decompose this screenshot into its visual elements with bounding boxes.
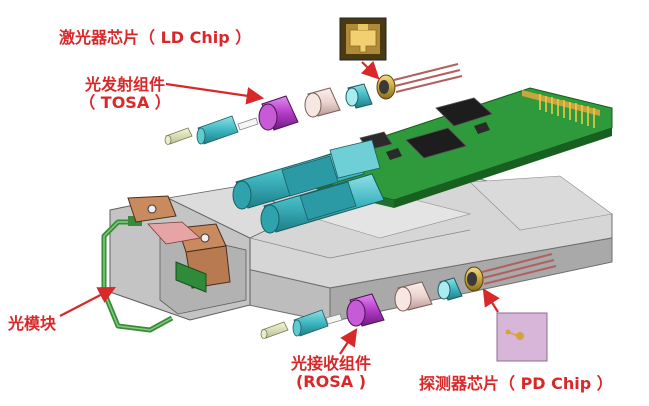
pd-chip-arrow [482,288,500,313]
module-label: 光模块 [8,314,57,333]
tosa-arrow [165,82,265,105]
rosa-arrow [339,328,358,355]
ld-chip-inset [339,17,387,61]
latch-pin [175,261,207,293]
rosa-label-line2: (ROSA ) [295,372,367,391]
module-arrow [59,286,116,317]
assembled-rosa-barrel [260,173,385,234]
tosa-label: 光发射组件 （ TOSA ） [70,76,180,112]
pd-chip-label: 探测器芯片（ PD Chip ） [419,374,613,393]
tosa-label-line1: 光发射组件 [84,75,165,94]
rosa-exploded-parts [260,253,557,339]
pcb-gold-fingers [539,94,595,128]
rosa-label-line1: 光接收组件 [290,354,371,373]
pd-chip-inset [496,312,548,362]
pcb-ic-chips [359,97,493,160]
assembled-tosa-barrel [232,139,381,210]
rosa-label: 光接收组件 (ROSA ) [276,355,386,391]
ld-chip-arrow [360,60,380,80]
tosa-label-line2: （ TOSA ） [79,93,171,112]
ld-chip-label: 激光器芯片（ LD Chip ） [59,28,252,47]
latch-plates [127,195,231,289]
tosa-exploded-parts [164,63,463,145]
